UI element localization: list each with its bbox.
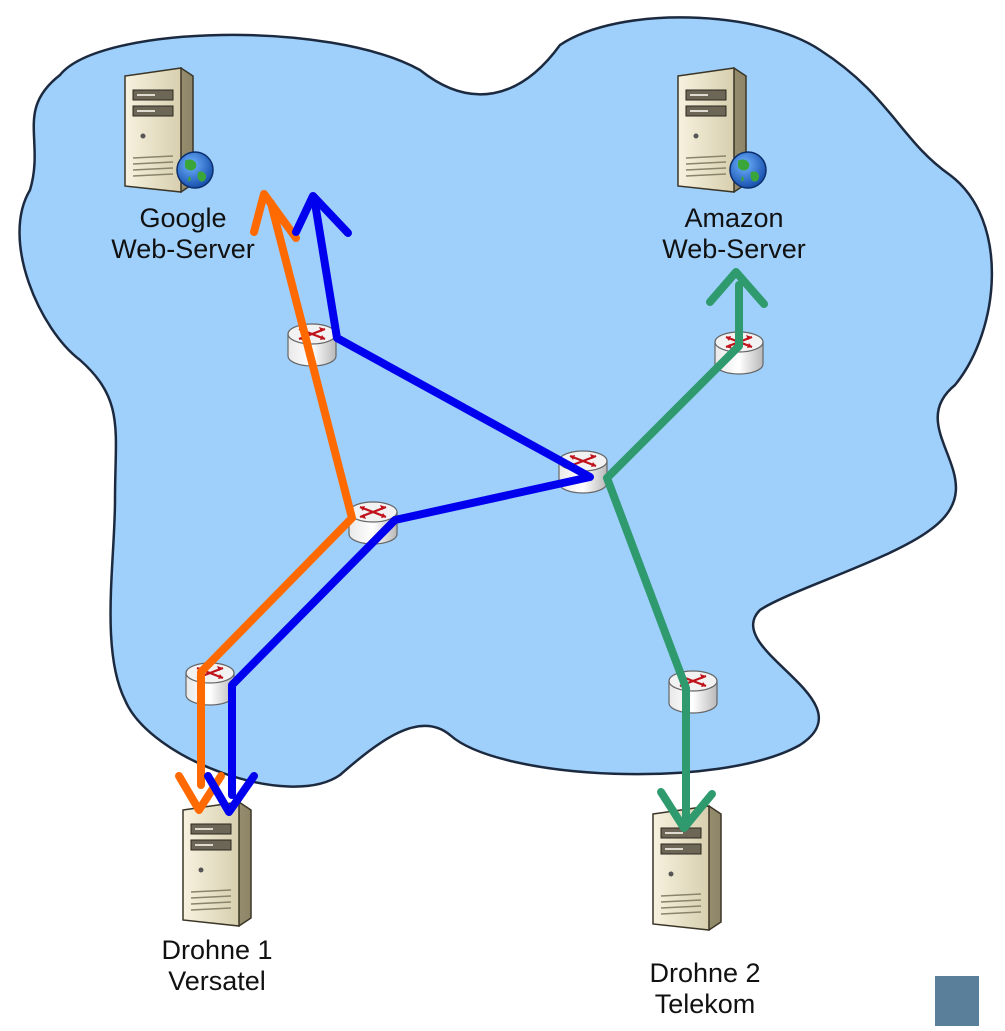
drone2-label-line1: Drohne 2 xyxy=(649,958,761,988)
route-blue xyxy=(228,199,594,799)
router-icon xyxy=(667,669,719,715)
drone1-label-line2: Versatel xyxy=(168,966,266,996)
drone1-server-icon xyxy=(182,801,252,927)
route-blue-arrowhead-down xyxy=(204,772,258,816)
google-server-label: Google Web-Server xyxy=(78,203,288,265)
route-green-arrowhead-down xyxy=(657,788,716,832)
amazon-label-line2: Web-Server xyxy=(662,234,806,264)
drone2-label: Drohne 2 Telekom xyxy=(600,958,810,1020)
route-blue-arrowhead xyxy=(292,192,352,237)
drone2-label-line2: Telekom xyxy=(654,989,756,1019)
amazon-label-line1: Amazon xyxy=(684,203,784,233)
amazon-server-label: Amazon Web-Server xyxy=(629,203,839,265)
google-label-line2: Web-Server xyxy=(111,234,255,264)
route-green-arrowhead xyxy=(706,268,768,308)
slide-corner-tile xyxy=(935,976,979,1026)
drone1-label: Drohne 1 Versatel xyxy=(112,935,322,997)
drone1-label-line1: Drohne 1 xyxy=(161,935,273,965)
google-label-line1: Google xyxy=(139,203,227,233)
route-green xyxy=(603,281,743,830)
globe-icon xyxy=(729,151,767,189)
globe-icon xyxy=(176,151,214,189)
route-orange-arrowhead xyxy=(250,190,300,242)
route-orange xyxy=(197,199,356,789)
router-icon xyxy=(184,661,236,707)
